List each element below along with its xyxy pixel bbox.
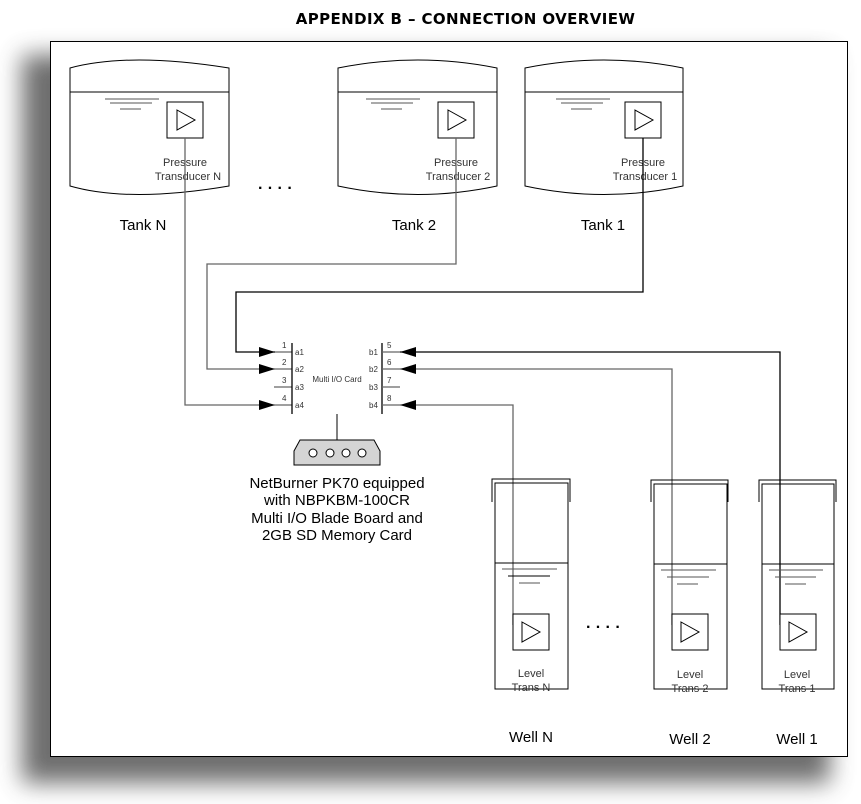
well-1-cap — [758, 479, 837, 502]
pin-name: b1 — [369, 348, 378, 357]
tank-label: Tank 1 — [581, 217, 625, 234]
transducer-label: Transducer 2 — [426, 171, 490, 183]
wire-level-2-to-b2 — [400, 364, 673, 625]
pin-number: 5 — [387, 341, 392, 350]
level-trans-2-box — [671, 613, 709, 651]
device-description: with NBPKBM-100CR — [263, 492, 410, 509]
amplifier-icon — [680, 621, 701, 643]
tank-n: Pressure Transducer N Tank N — [69, 59, 230, 234]
amplifier-icon — [521, 621, 542, 643]
pressure-transducer-2-box — [437, 101, 475, 139]
pin-name: a4 — [295, 401, 304, 410]
tank-label: Tank N — [120, 217, 167, 234]
pin-number: 8 — [387, 394, 392, 403]
amplifier-icon — [634, 109, 655, 131]
wire-transducer-1-to-a1 — [235, 138, 644, 357]
connector-pin-icon — [308, 448, 318, 458]
connector-pin-icon — [325, 448, 335, 458]
wire-transducer-n-to-a4 — [184, 138, 275, 410]
pin-name: b4 — [369, 401, 378, 410]
tank-1: Pressure Transducer 1 Tank 1 — [524, 59, 684, 234]
io-card-label: Multi I/O Card — [312, 375, 361, 384]
device-description: Multi I/O Blade Board and — [251, 510, 423, 527]
well-n: Level Trans N Well N — [491, 478, 571, 746]
device-description: NetBurner PK70 equipped — [249, 475, 424, 492]
well-n-cap — [491, 478, 571, 502]
connector-pin-icon — [357, 448, 367, 458]
transducer-label: Level — [784, 669, 810, 681]
pin-name: b2 — [369, 365, 378, 374]
tank-2-outline — [337, 59, 498, 195]
amplifier-icon — [788, 621, 809, 643]
device-connector-icon — [293, 439, 381, 466]
pin-number: 2 — [282, 358, 287, 367]
tank-2: Pressure Transducer 2 Tank 2 — [337, 59, 498, 234]
pin-number: 3 — [282, 376, 287, 385]
pin-number: 1 — [282, 341, 287, 350]
pin-name: a2 — [295, 365, 304, 374]
wells-ellipsis: · · · · — [586, 619, 621, 636]
well-label: Well N — [509, 729, 553, 746]
amplifier-icon — [447, 109, 468, 131]
well-n-outline — [494, 482, 569, 690]
netburner-device: NetBurner PK70 equipped with NBPKBM-100C… — [249, 439, 425, 544]
wire-level-1-to-b1 — [400, 347, 781, 625]
pin-name: a1 — [295, 348, 304, 357]
well-label: Well 2 — [669, 731, 710, 748]
level-trans-1-box — [779, 613, 817, 651]
transducer-label: Transducer 1 — [613, 171, 677, 183]
well-label: Well 1 — [776, 731, 817, 748]
well-2-cap — [650, 479, 729, 502]
multi-io-card: 1 2 3 4 a1 a2 a3 a4 Multi I/O Card b1 b2… — [282, 341, 392, 440]
wire-level-n-to-b4 — [400, 400, 514, 625]
transducer-label: Trans N — [512, 682, 551, 694]
tank-n-outline — [69, 59, 230, 195]
transducer-label: Level — [677, 669, 703, 681]
page-title: APPENDIX B – CONNECTION OVERVIEW — [0, 10, 861, 28]
wire-transducer-2-to-a2 — [206, 138, 457, 374]
connector-pin-icon — [341, 448, 351, 458]
well-1-outline — [761, 483, 835, 690]
pressure-transducer-1-box — [624, 101, 662, 139]
transducer-label: Level — [518, 668, 544, 680]
device-description: 2GB SD Memory Card — [262, 527, 412, 544]
transducer-label: Trans 1 — [779, 683, 816, 695]
page-title-text: APPENDIX B – CONNECTION OVERVIEW — [295, 10, 636, 28]
well-1: Level Trans 1 Well 1 — [758, 479, 837, 748]
pin-number: 4 — [282, 394, 287, 403]
well-2-outline — [653, 483, 728, 690]
pin-number: 7 — [387, 376, 392, 385]
transducer-label: Transducer N — [155, 171, 221, 183]
tank-label: Tank 2 — [392, 217, 436, 234]
pin-number: 6 — [387, 358, 392, 367]
amplifier-icon — [176, 109, 197, 131]
transducer-label: Trans 2 — [672, 683, 709, 695]
pin-name: b3 — [369, 383, 378, 392]
pin-name: a3 — [295, 383, 304, 392]
pressure-transducer-n-box — [166, 101, 204, 139]
well-2: Level Trans 2 Well 2 — [650, 479, 729, 748]
level-trans-n-box — [512, 613, 550, 651]
tanks-ellipsis: · · · · — [258, 180, 293, 197]
